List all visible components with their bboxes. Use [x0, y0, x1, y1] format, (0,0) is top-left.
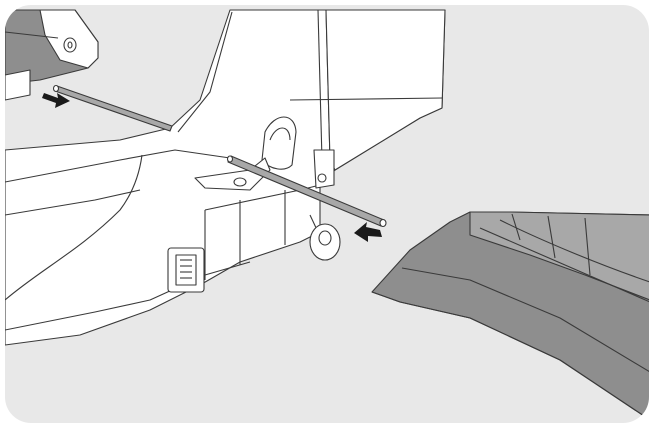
rudder-hinge-line [317, 9, 323, 161]
fuselage-line-upper [5, 149, 231, 183]
left-stabilizer-line [5, 31, 59, 39]
right-stabilizer-rib-1 [511, 213, 521, 241]
left-stabilizer-tip [5, 69, 31, 101]
rudder-hinge-bracket [313, 149, 335, 189]
insert-arrow-icon-2 [354, 222, 382, 242]
stabilizer-joiner-tube [226, 155, 387, 228]
fin-panel-line [289, 97, 443, 101]
right-stabilizer-rib-2 [547, 215, 556, 259]
fin-root-line [177, 11, 233, 133]
fuselage-line-mid [5, 189, 141, 216]
left-stabilizer-screw [63, 37, 77, 53]
control-horn-hole [233, 177, 247, 187]
stab-slot-fairing-inner [269, 127, 291, 141]
rudder-hinge-pin [317, 173, 327, 183]
right-stabilizer-rib-3 [584, 217, 591, 276]
right-stabilizer-root-edge [401, 267, 649, 373]
right-stabilizer-hinge-2 [499, 219, 649, 283]
right-stabilizer-root [371, 291, 649, 421]
fuselage-line-lower [5, 261, 251, 331]
right-stabilizer-hinge-1 [479, 227, 649, 303]
insert-arrow-icon [42, 93, 70, 108]
fuselage-canopy-curve [5, 154, 143, 301]
stabilizer-joiner-tube-left [52, 84, 173, 132]
tail-wheel [309, 223, 341, 261]
servo-connector-icon [167, 247, 205, 293]
